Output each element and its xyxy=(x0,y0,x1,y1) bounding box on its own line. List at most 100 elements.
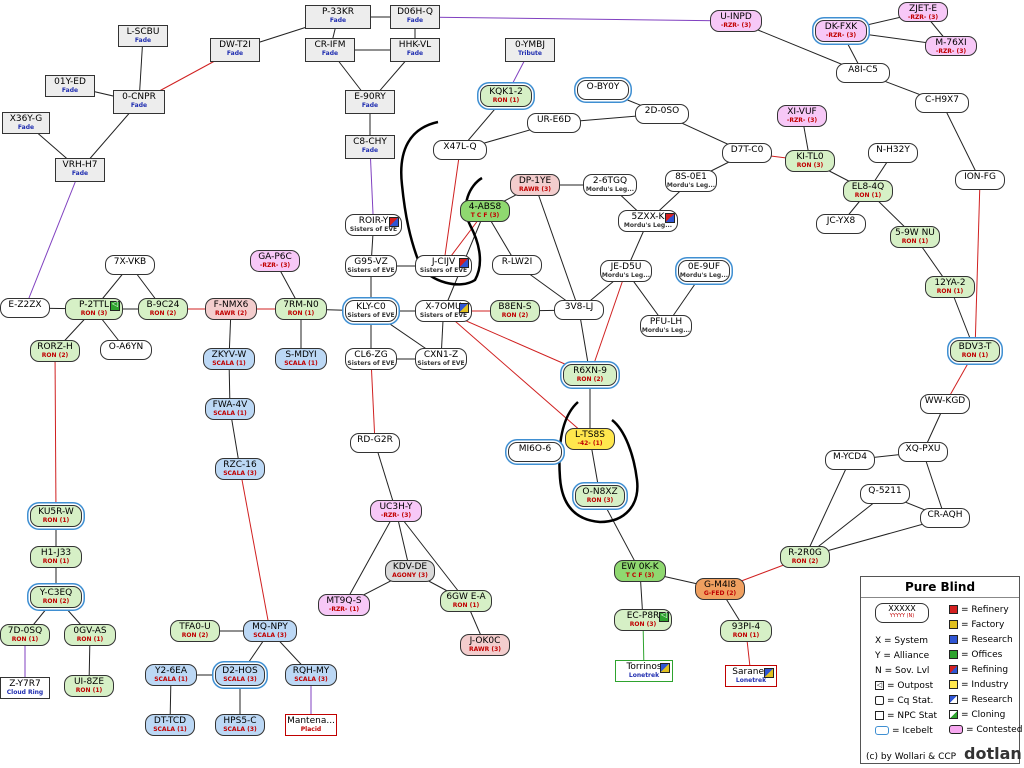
system-node-o-by0y[interactable]: O-BY0Y xyxy=(577,80,629,100)
system-node-c-h9x7[interactable]: C-H9X7 xyxy=(915,93,969,113)
system-node-ion-fg[interactable]: ION-FG xyxy=(955,170,1005,190)
system-node-rd-g2r[interactable]: RD-G2R xyxy=(350,433,400,453)
system-node-l-ts8s[interactable]: L-TS8S-42- (1) xyxy=(565,428,615,450)
system-node-x47l-q[interactable]: X47L-Q xyxy=(433,140,487,160)
system-node-2d-0so[interactable]: 2D-0SO xyxy=(635,104,689,124)
system-node-ga-p6c[interactable]: GA-P6C-RZR- (3) xyxy=(250,250,300,272)
system-node-xq-pxu[interactable]: XQ-PXU xyxy=(898,442,948,462)
system-node-ur-e6d[interactable]: UR-E6D xyxy=(527,113,581,133)
system-node-zjet-e[interactable]: ZJET-E-RZR- (3) xyxy=(898,2,948,22)
system-node-dk-fxk[interactable]: DK-FXK-RZR- (3) xyxy=(815,20,867,42)
system-node-mi6o-6[interactable]: MI6O-6 xyxy=(508,442,562,462)
system-node-d7t-c0[interactable]: D7T-C0 xyxy=(722,143,772,163)
system-node-u-inpd[interactable]: U-INPD-RZR- (3) xyxy=(710,10,762,32)
system-node-7x-vkb[interactable]: 7X-VKB xyxy=(105,255,155,275)
system-node-a8i-c5[interactable]: A8I-C5 xyxy=(836,63,890,83)
system-node-e-z2zx[interactable]: E-Z2ZX xyxy=(0,298,50,318)
system-node-mantena[interactable]: Mantena...Placid xyxy=(285,714,337,736)
system-node-mt9q-s[interactable]: MT9Q-S-RZR- (1) xyxy=(318,594,370,616)
system-node-uc3h-y[interactable]: UC3H-Y-RZR- (3) xyxy=(370,500,422,522)
system-node-cr-aqh[interactable]: CR-AQH xyxy=(920,508,970,528)
system-node-m-76xi[interactable]: M-76XI-RZR- (3) xyxy=(925,36,977,56)
dotlan-logo[interactable]: dotlan xyxy=(964,744,1022,763)
system-node-n-h32y[interactable]: N-H32Y xyxy=(868,143,918,163)
system-node-o-a6yn[interactable]: O-A6YN xyxy=(100,340,152,360)
system-node-ww-kgd[interactable]: WW-KGD xyxy=(920,394,970,414)
system-node-xi-vuf[interactable]: XI-VUF-RZR- (3) xyxy=(777,105,827,127)
system-node-q-5211[interactable]: Q-5211 xyxy=(860,484,910,504)
system-node-jc-yx8[interactable]: JC-YX8 xyxy=(816,214,866,234)
system-node-m-ycd4[interactable]: M-YCD4 xyxy=(825,450,875,470)
system-node-r-lw2i[interactable]: R-LW2I xyxy=(492,255,542,275)
